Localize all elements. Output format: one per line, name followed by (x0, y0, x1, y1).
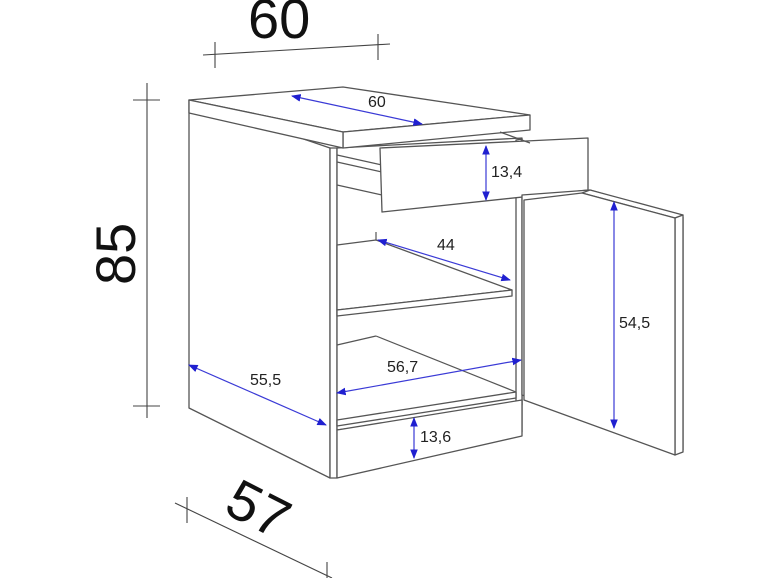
drawer-runner (336, 184, 383, 196)
bottom-shelf-back (336, 335, 377, 346)
door-side-edge (674, 214, 684, 456)
drawer-height-label: 13,4 (491, 164, 522, 181)
side-depth-label: 55,5 (250, 372, 281, 389)
door-height-label: 54,5 (619, 315, 650, 332)
front-edge-left (329, 147, 338, 479)
shelf-depth-label: 44 (437, 237, 455, 254)
drawer-rail (336, 154, 383, 166)
plinth (336, 399, 523, 479)
drawer-rail-inner (336, 161, 383, 173)
drawer-side (499, 131, 531, 144)
top-width-arrow (291, 94, 423, 126)
inner-width-arrow (336, 357, 522, 396)
overall-width-dimension (202, 34, 391, 68)
overall-height-label: 85 (84, 223, 147, 285)
door-panel (523, 192, 676, 456)
plinth-height-label: 13,6 (420, 429, 451, 446)
overall-depth-dimension (174, 497, 333, 578)
side-depth-arrow (188, 364, 327, 426)
overall-depth-label: 57 (217, 467, 301, 551)
shelf-depth-arrow (377, 238, 511, 282)
bottom-board (336, 391, 517, 427)
inner-width-label: 56,7 (387, 359, 418, 376)
overall-width-label: 60 (248, 0, 310, 50)
shelf-front (336, 289, 513, 317)
overall-height-dimension (133, 83, 160, 418)
top-width-label: 60 (368, 94, 386, 111)
side-panel (188, 99, 331, 479)
